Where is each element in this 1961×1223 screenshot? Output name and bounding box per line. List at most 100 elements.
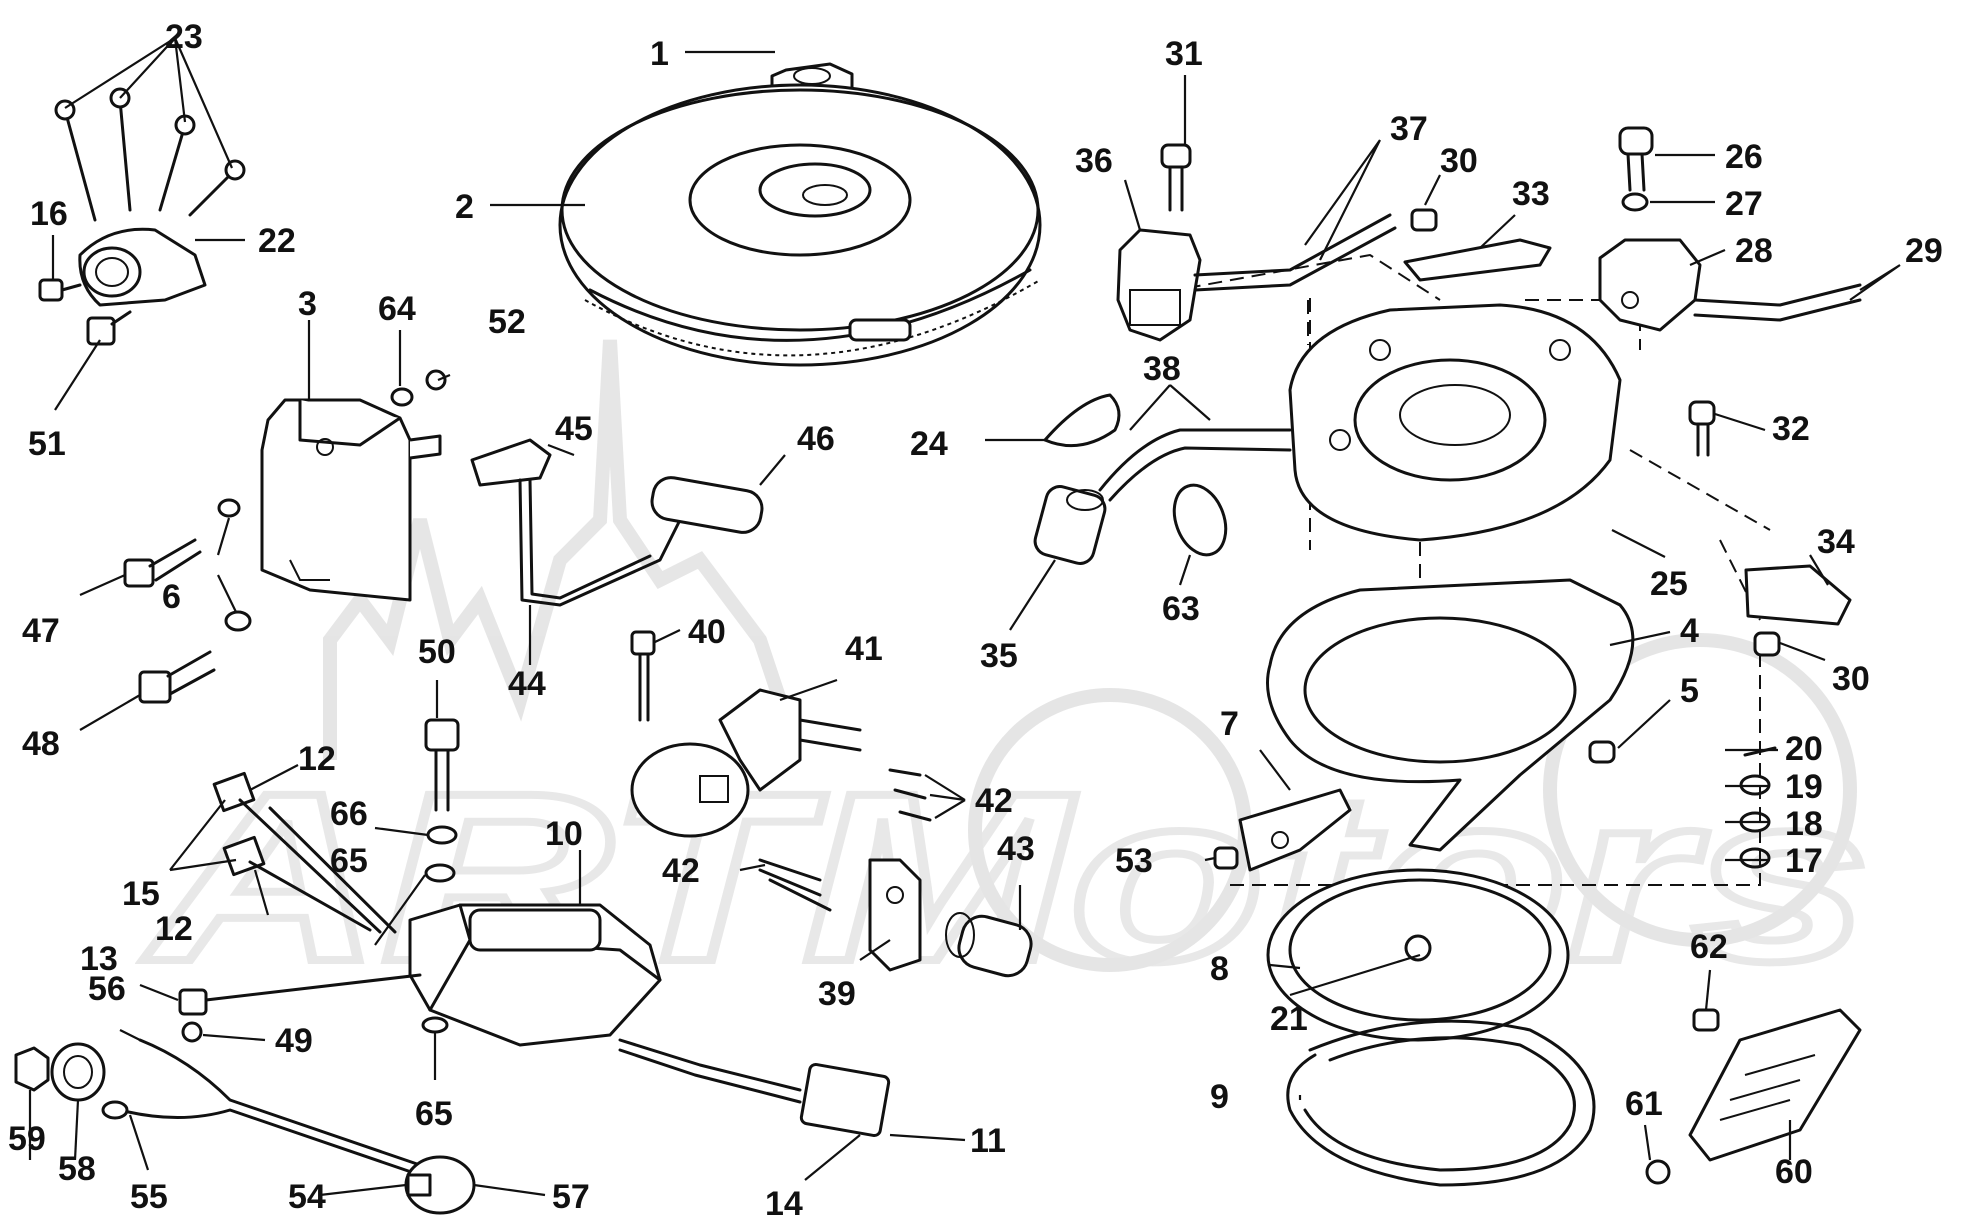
terminal-block-60: [1688, 1008, 1862, 1162]
washer-65-top: [424, 863, 456, 883]
callout-label: 54: [288, 1178, 326, 1216]
washers-6: [217, 498, 252, 632]
callout-label: 16: [30, 195, 68, 233]
callout-label: 55: [130, 1178, 168, 1216]
clamp-33: [1403, 238, 1552, 282]
callout-label: 9: [1210, 1078, 1229, 1116]
callout-labels: 1 2 3 4 5 6 7 8 9 10 11 12 12 13 14 15 1…: [8, 18, 1943, 1223]
callout-label: 37: [1390, 110, 1428, 148]
callout-label: 52: [488, 303, 526, 341]
callout-label: 46: [797, 420, 835, 458]
callout-label: 40: [688, 613, 726, 651]
washer-64: [390, 387, 414, 407]
callout-label: 6: [162, 578, 181, 616]
screw-31: [1160, 143, 1192, 212]
callout-label: 49: [275, 1022, 313, 1060]
callout-label: 34: [1817, 523, 1855, 561]
callout-label: 29: [1905, 232, 1943, 270]
harness-bracket: [78, 227, 207, 307]
callout-label: 30: [1440, 142, 1478, 180]
screw-30-top: [1410, 208, 1438, 232]
callout-label: 13: [80, 940, 118, 978]
callout-label: 21: [1270, 1000, 1308, 1038]
callout-label: 66: [330, 795, 368, 833]
hose-38: [1098, 428, 1292, 502]
callout-label: 58: [58, 1150, 96, 1188]
callout-label: 27: [1725, 185, 1763, 223]
washer-17: [1739, 847, 1771, 869]
callout-label: 35: [980, 637, 1018, 675]
cap-43: [945, 912, 1033, 978]
callout-label: 5: [1680, 672, 1699, 710]
callout-label: 56: [88, 970, 126, 1008]
callout-label: 60: [1775, 1153, 1813, 1191]
callout-label: 39: [818, 975, 856, 1013]
leader-lines: [28, 37, 1901, 1197]
callout-label: 53: [1115, 842, 1153, 880]
callout-label: 31: [1165, 35, 1203, 73]
armature-plate: [1266, 578, 1635, 852]
throttle-link-7: [1238, 788, 1352, 872]
terminals-42: [758, 768, 932, 912]
callout-label: 30: [1832, 660, 1870, 698]
grommet-58: [50, 1042, 106, 1102]
callout-label: 44: [508, 665, 546, 703]
power-pack: [408, 903, 662, 1047]
spark-plug-lead: [470, 438, 764, 607]
screw-62: [1692, 1008, 1720, 1032]
callout-label: 64: [378, 290, 416, 328]
ground-lead: [101, 1038, 422, 1177]
callout-label: 45: [555, 410, 593, 448]
callout-label: 17: [1785, 842, 1823, 880]
screw-26: [1618, 126, 1654, 192]
clamp-13: [178, 973, 422, 1016]
screw-30-bottom: [1753, 631, 1781, 657]
callout-label: 33: [1512, 175, 1550, 213]
callout-label: 24: [910, 425, 948, 463]
screw-40: [630, 630, 656, 722]
callout-label: 41: [845, 630, 883, 668]
bolt-47: [123, 538, 202, 588]
bolt-50: [424, 718, 460, 812]
callout-label: 28: [1735, 232, 1773, 270]
callout-label: 4: [1680, 612, 1699, 650]
callout-label: 63: [1162, 590, 1200, 628]
screw-51: [86, 310, 132, 346]
callout-label: 50: [418, 633, 456, 671]
clip-24: [1043, 393, 1121, 448]
callout-label: 57: [552, 1178, 590, 1216]
callout-label: 12: [155, 910, 193, 948]
lockwasher-52: [425, 369, 447, 391]
bracket-34: [1744, 564, 1852, 626]
callout-label: 20: [1785, 730, 1823, 768]
screw-53: [1213, 846, 1239, 870]
callout-label: 11: [970, 1122, 1006, 1160]
retaining-ring-9: [1286, 1019, 1596, 1187]
ignition-coil: [260, 398, 442, 602]
callout-label: 42: [975, 782, 1013, 820]
washer-27: [1621, 192, 1649, 212]
callout-label: 62: [1690, 928, 1728, 966]
callout-label: 3: [298, 285, 317, 323]
callout-label: 15: [122, 875, 160, 913]
callout-label: 59: [8, 1120, 46, 1158]
nut-59: [14, 1046, 50, 1092]
callout-label: 38: [1143, 350, 1181, 388]
callout-label: 65: [415, 1095, 453, 1133]
watermark-wheel-right: [1543, 633, 1857, 947]
harness-connector: [618, 1038, 891, 1138]
screw-16: [38, 278, 82, 302]
screws-23: [54, 87, 246, 222]
lockwasher-49: [181, 1021, 203, 1043]
screw-32: [1688, 400, 1716, 457]
switch-54-57: [404, 1155, 476, 1215]
callout-label: 36: [1075, 142, 1113, 180]
bolt-48: [138, 650, 216, 704]
screw-5: [1588, 740, 1616, 764]
callout-label: 43: [997, 830, 1035, 868]
callout-label: 8: [1210, 950, 1229, 988]
callout-label: 19: [1785, 768, 1823, 806]
callout-label: 7: [1220, 705, 1239, 743]
callout-label: 65: [330, 842, 368, 880]
